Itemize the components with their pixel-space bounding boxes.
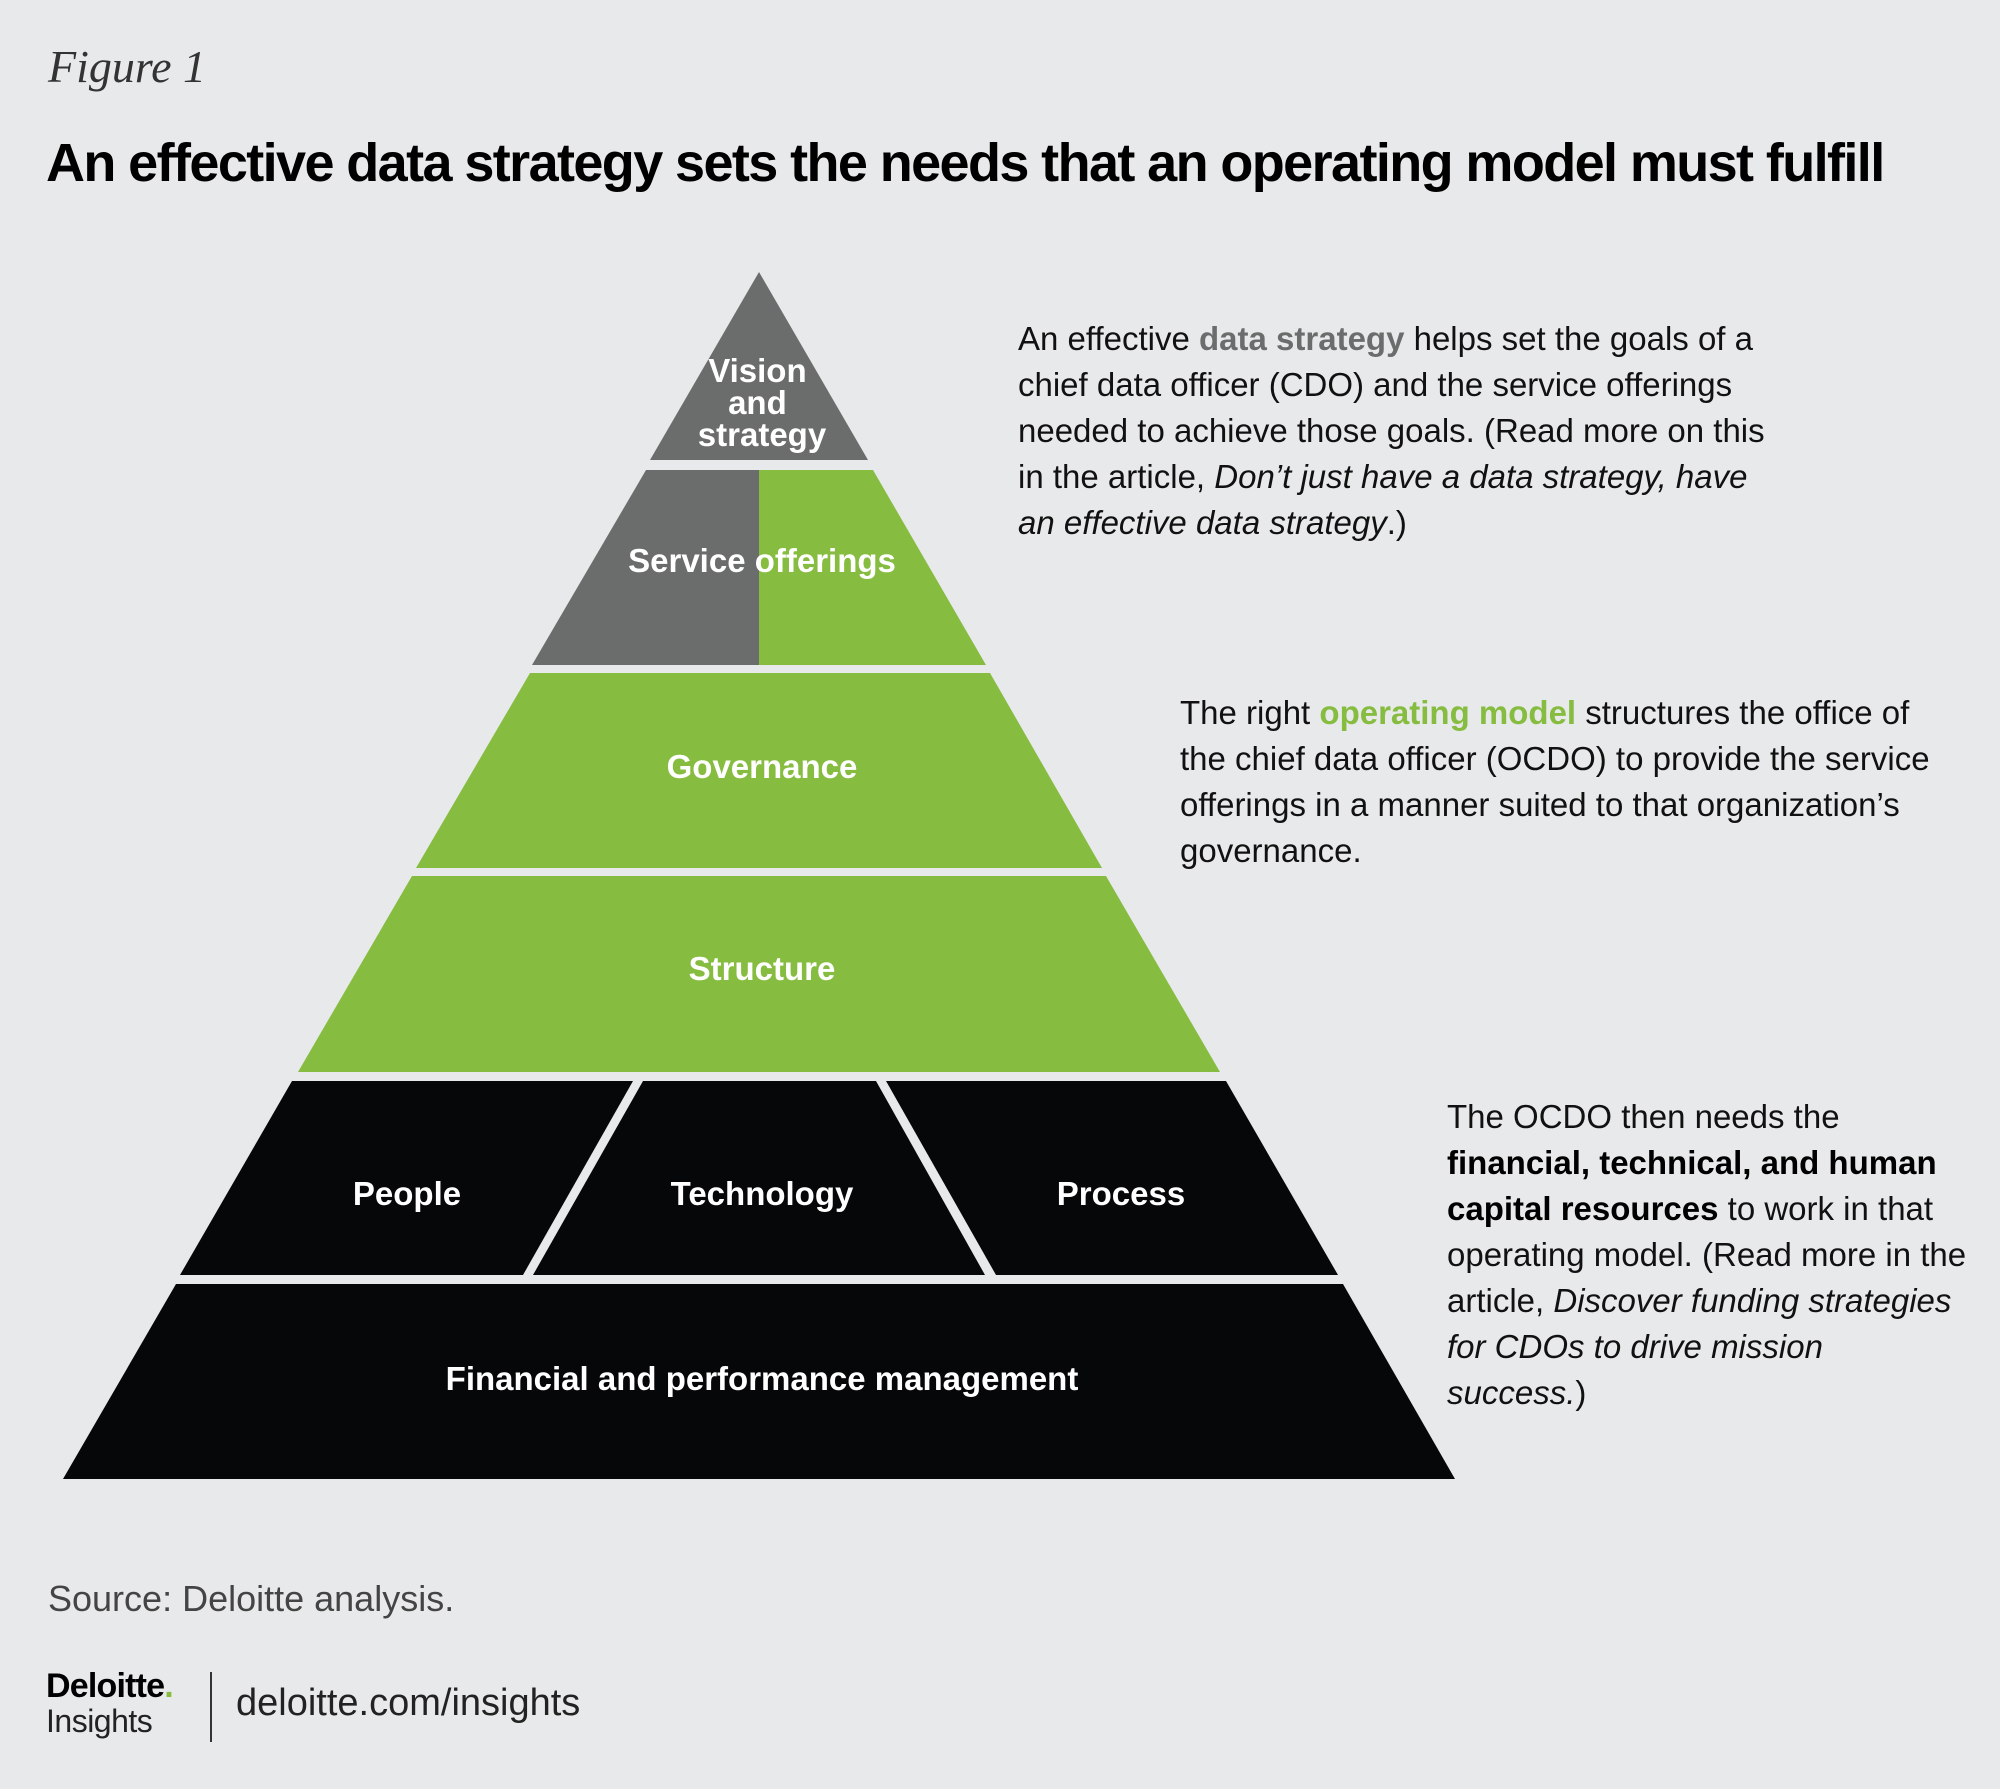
note-resources: The OCDO then needs the financial, techn… [1447, 1094, 1967, 1416]
footer-divider [210, 1672, 212, 1742]
note1-post: .) [1386, 504, 1407, 541]
people-label: People [353, 1175, 461, 1212]
pyramid-tier-technology [533, 1081, 985, 1275]
vision-label-line-1: Vision [708, 352, 806, 389]
vision-label: Vision and strategy [698, 352, 827, 453]
deloitte-insights-logo: Deloitte. Insights [46, 1668, 216, 1738]
pyramid-tier-service-gray [532, 470, 759, 665]
pyramid-tier-governance [416, 673, 1102, 868]
footer-url[interactable]: deloitte.com/insights [236, 1682, 581, 1724]
pyramid-tier-service-green [759, 470, 986, 665]
logo-brand: Deloitte. [46, 1668, 216, 1704]
source-note: Source: Deloitte analysis. [48, 1578, 455, 1619]
pyramid-tier-vision [650, 272, 868, 460]
logo-brand-text: Deloitte [46, 1667, 165, 1705]
technology-label: Technology [671, 1175, 854, 1212]
note1-highlight: data strategy [1199, 320, 1405, 357]
note1-article-title: Don’t just have a data strategy, have an… [1018, 458, 1748, 541]
note2-pre: The right [1180, 694, 1320, 731]
pyramid-tier-people [180, 1081, 633, 1275]
pyramid-tier-process [886, 1081, 1338, 1275]
note-data-strategy: An effective data strategy helps set the… [1018, 316, 1778, 546]
logo-sub: Insights [46, 1703, 153, 1739]
note3-highlight: financial, technical, and human capital … [1447, 1144, 1937, 1227]
governance-label: Governance [667, 748, 858, 785]
figure-label: Figure 1 [48, 41, 206, 92]
pyramid-tier-financial [63, 1284, 1455, 1479]
financial-label: Financial and performance management [446, 1360, 1079, 1397]
note2-highlight: operating model [1319, 694, 1577, 731]
vision-label-line-2: and [728, 384, 787, 421]
vision-label-line-3: strategy [698, 416, 827, 453]
logo-dot: . [164, 1667, 173, 1705]
figure-title: An effective data strategy sets the need… [46, 133, 1885, 193]
structure-label: Structure [689, 950, 836, 987]
process-label: Process [1057, 1175, 1185, 1212]
note3-pre: The OCDO then needs the [1447, 1098, 1840, 1135]
note3-mid: to work in that operating model. (Read m… [1447, 1190, 1967, 1319]
note1-mid: helps set the goals of a chief data offi… [1018, 320, 1765, 495]
note3-article-title: Discover funding strategies for CDOs to … [1447, 1282, 1952, 1411]
note-operating-model: The right operating model structures the… [1180, 690, 1940, 874]
pyramid-tier-structure [298, 876, 1220, 1072]
service-offerings-label: Service offerings [628, 542, 896, 579]
note3-post: ) [1575, 1374, 1587, 1411]
note2-post: structures the office of the chief data … [1180, 694, 1930, 869]
note1-pre: An effective [1018, 320, 1200, 357]
